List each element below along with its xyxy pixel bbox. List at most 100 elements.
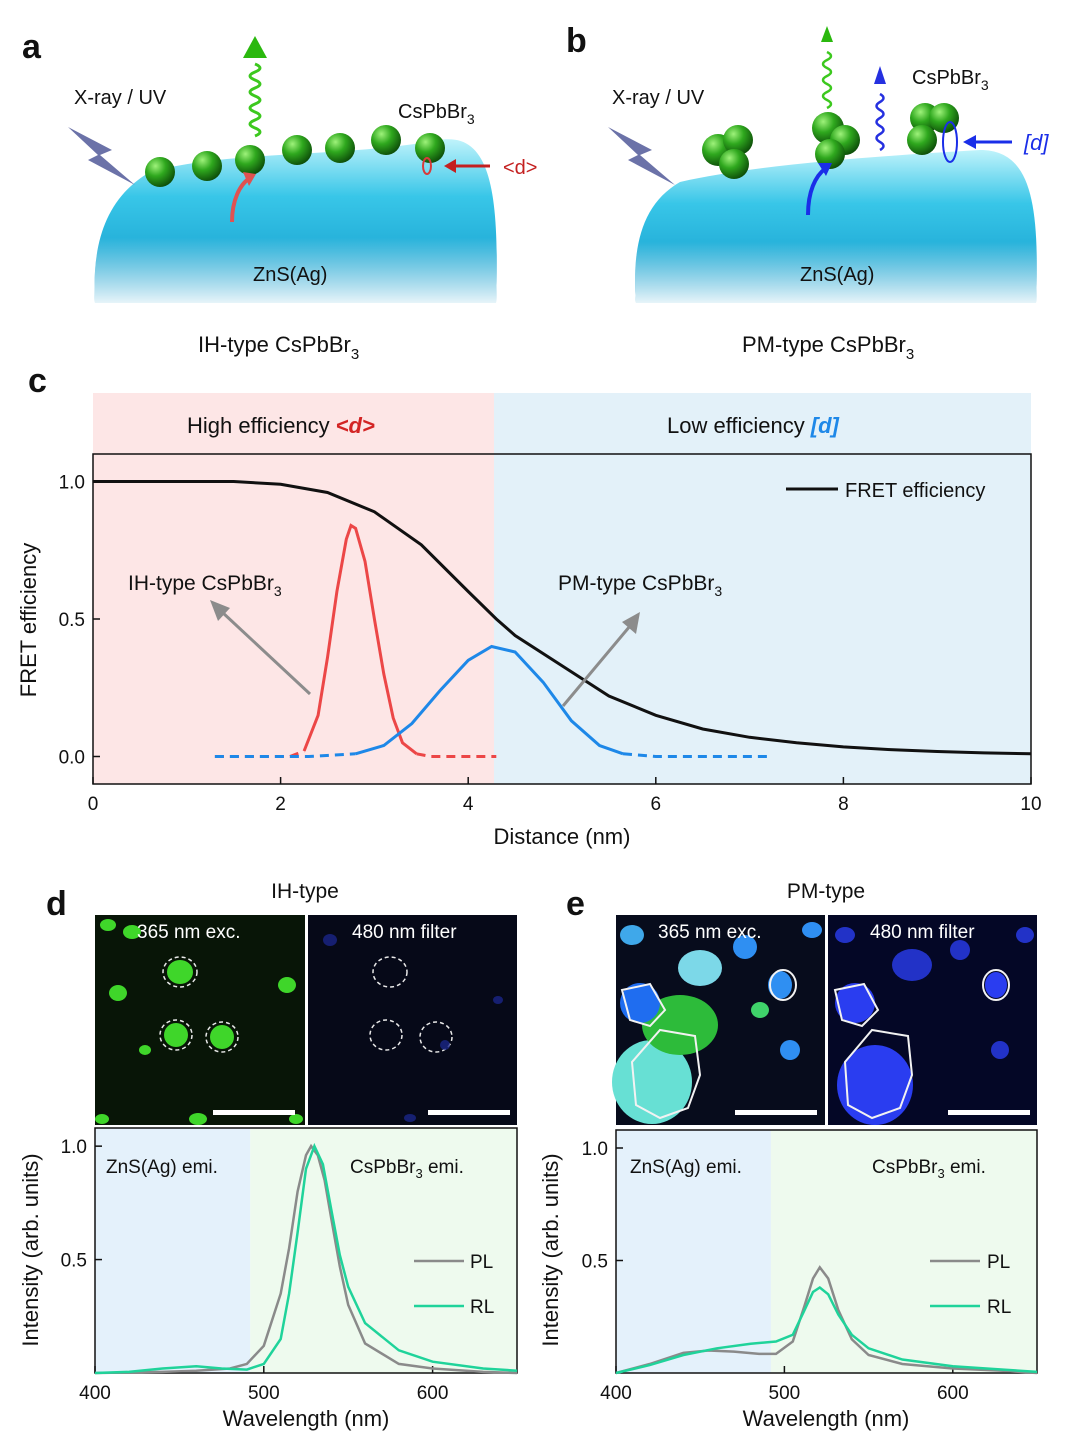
distance-label-a: <d> <box>503 157 537 179</box>
region-label-d-left: ZnS(Ag) emi. <box>106 1157 218 1178</box>
image-label-d-right: 480 nm filter <box>352 922 457 943</box>
panel-label-c: c <box>28 362 47 400</box>
image-label-e-left: 365 nm exc. <box>658 922 762 943</box>
nanocrystal-row <box>145 125 445 187</box>
d-x-tick-label: 400 <box>79 1383 111 1404</box>
annotation-pm: PM-type CsPbBr3 <box>558 572 722 599</box>
slab-fade <box>94 139 497 303</box>
distribution-tail-right <box>416 752 497 758</box>
series-rl <box>94 1142 518 1375</box>
panel-label-d: d <box>46 885 67 923</box>
legend-label-rl-e: RL <box>987 1297 1011 1318</box>
lightning-icon <box>68 127 135 185</box>
e-x-tick-label: 400 <box>600 1383 632 1404</box>
panel-label-e: e <box>566 885 585 923</box>
slab-fade-b <box>635 150 1037 303</box>
distribution-tail-left <box>214 752 356 758</box>
source-label-a: X-ray / UV <box>74 87 167 109</box>
host-label-a: ZnS(Ag) <box>253 264 327 286</box>
scale-bar-e-left <box>735 1110 817 1115</box>
blue-emission-wave <box>875 92 885 152</box>
aggregate-2 <box>812 112 860 169</box>
e-y-tick-label: 0.5 <box>582 1252 608 1273</box>
region-low-bg <box>494 393 1031 784</box>
region-low-label: Low efficiency[d] <box>667 413 840 438</box>
region-high-bg <box>93 393 494 784</box>
e-x-tick-label: 600 <box>937 1383 969 1404</box>
blue-green-particles-e <box>612 922 822 1124</box>
title-e: PM-type <box>787 880 865 903</box>
distance-ring-b <box>942 121 958 163</box>
micrograph-d-left <box>95 915 305 1125</box>
aggregate-3 <box>907 103 959 155</box>
c-x-tick-label: 8 <box>838 794 849 815</box>
annotation-arrow-pm <box>561 625 632 707</box>
region-high-label: High efficiency<d> <box>187 413 375 438</box>
series-pl <box>94 1143 518 1375</box>
region-label-d-right: CsPbBr3 emi. <box>350 1157 464 1181</box>
green-particles-d <box>95 919 303 1125</box>
panel-d: d IH-type <box>18 880 518 1431</box>
legend-label-rl-d: RL <box>470 1297 494 1318</box>
distance-arrowhead-b <box>963 135 976 149</box>
annotation-arrow-ih <box>220 610 312 696</box>
plot-frame-d <box>94 1127 518 1374</box>
y-axis-label-d: Intensity (arb. units) <box>18 1153 43 1346</box>
c-y-tick-label: 1.0 <box>59 473 85 494</box>
d-y-tick-label: 0.5 <box>61 1251 87 1272</box>
particle-label-a: CsPbBr3 <box>398 101 475 127</box>
d-y-tick-label: 1.0 <box>61 1137 87 1158</box>
x-axis-label-c: Distance (nm) <box>494 824 631 849</box>
green-emission-wave-b <box>821 50 833 110</box>
caption-a: IH-type CsPbBr3 <box>198 332 359 363</box>
e-y-tick-label: 1.0 <box>582 1139 608 1160</box>
energy-transfer-arrowhead-b <box>818 163 832 176</box>
dim-blue-particles-d <box>323 934 503 1122</box>
scale-bar-d-right <box>428 1110 510 1115</box>
blue-emission-arrowhead <box>874 66 886 84</box>
particle-label-b: CsPbBr3 <box>912 67 989 93</box>
zns-region-e <box>616 1130 771 1373</box>
panel-a: a X-ray / UV CsPbBr3 <d> ZnS(Ag) IH-type… <box>22 28 537 363</box>
panel-label-b: b <box>566 22 587 60</box>
y-axis-label-c: FRET efficiency <box>16 543 41 697</box>
zns-region-d <box>95 1128 251 1373</box>
y-axis-label-e: Intensity (arb. units) <box>538 1153 563 1346</box>
series-fret-efficiency <box>93 480 1032 756</box>
energy-transfer-arrowhead-a <box>243 172 256 186</box>
distribution-curves <box>214 523 769 758</box>
c-x-tick-label: 2 <box>275 794 286 815</box>
legend-label-fret: FRET efficiency <box>845 480 985 502</box>
spectra-e <box>615 1265 1038 1375</box>
scale-bar-e-right <box>948 1110 1030 1115</box>
c-x-tick-label: 0 <box>88 794 99 815</box>
distance-label-b: [d] <box>1023 130 1049 155</box>
d-x-tick-label: 600 <box>417 1383 449 1404</box>
panel-label-a: a <box>22 28 42 66</box>
c-x-tick-label: 6 <box>651 794 662 815</box>
annotation-arrowhead-pm <box>622 612 640 634</box>
c-x-tick-label: 4 <box>463 794 474 815</box>
c-y-tick-label: 0.0 <box>59 748 85 769</box>
csp-region-e <box>770 1130 1037 1373</box>
image-label-d-left: 365 nm exc. <box>137 922 241 943</box>
lightning-icon <box>608 127 675 185</box>
spectra-d <box>94 1142 518 1375</box>
distribution-tail-right <box>622 752 769 758</box>
distribution-ih-type <box>302 523 418 755</box>
emission-arrowhead <box>243 36 267 58</box>
annotation-ih: IH-type CsPbBr3 <box>128 572 282 599</box>
series-rl <box>615 1285 1038 1375</box>
x-axis-label-e: Wavelength (nm) <box>743 1406 910 1431</box>
image-label-e-right: 480 nm filter <box>870 922 975 943</box>
c-y-tick-label: 0.5 <box>59 610 85 631</box>
legend-label-pl-e: PL <box>987 1252 1010 1273</box>
d-x-tick-label: 500 <box>248 1383 280 1404</box>
axes-d: 400 500 600 0.5 1.0 <box>61 1137 449 1404</box>
micrograph-d-right <box>308 915 517 1125</box>
particle-outlines-d <box>159 956 453 1053</box>
green-emission-arrowhead-b <box>821 26 833 42</box>
legend-label-pl-d: PL <box>470 1252 493 1273</box>
